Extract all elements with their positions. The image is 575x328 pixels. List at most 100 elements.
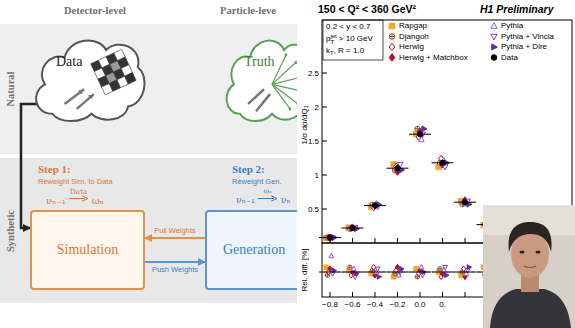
marker-cross bbox=[348, 265, 352, 269]
tick-label: −0.2 bbox=[390, 300, 406, 309]
marker-shape bbox=[395, 264, 399, 270]
header-label: Particle-leve bbox=[220, 5, 276, 16]
legend-label: Pythia bbox=[501, 21, 523, 30]
marker-shape bbox=[350, 224, 355, 231]
marker-shape bbox=[400, 266, 404, 271]
chart-label: 150 < Q² < 360 GeV² bbox=[318, 3, 416, 15]
formula-line: kT, R = 1.0 bbox=[326, 46, 364, 55]
cloud-shape bbox=[36, 41, 145, 122]
ratio-bar bbox=[387, 272, 409, 273]
arrow-label: ωₙ bbox=[263, 188, 272, 195]
formula-text: νₙ₋₁ bbox=[46, 195, 66, 207]
error-bar bbox=[319, 235, 341, 241]
marker-cross bbox=[438, 267, 442, 271]
marker-shape bbox=[329, 253, 334, 257]
error-bar bbox=[409, 131, 431, 137]
marker-shape bbox=[491, 23, 497, 29]
marker-shape bbox=[389, 54, 395, 61]
reaction-arrow bbox=[257, 195, 279, 202]
marker-shape bbox=[422, 126, 427, 132]
legend-label: Rapgap bbox=[399, 21, 427, 30]
arrow-line bbox=[258, 196, 277, 201]
detector-cell bbox=[125, 73, 136, 84]
arrow-label: Data bbox=[70, 188, 87, 195]
particle-tip bbox=[285, 53, 288, 56]
legend-label: Herwig bbox=[399, 42, 424, 51]
cut-box bbox=[323, 20, 383, 60]
marker-shape bbox=[492, 44, 498, 50]
error-bar bbox=[387, 165, 409, 171]
tick-label: 0.0 bbox=[414, 300, 425, 309]
header-label: Step 1: bbox=[38, 163, 71, 175]
marker-shape bbox=[375, 267, 380, 271]
subscript: T bbox=[330, 50, 334, 57]
tick-marks bbox=[322, 73, 510, 297]
header-label: Reweight Gen. bbox=[232, 177, 282, 186]
ratio-bar bbox=[409, 272, 431, 273]
formula-text: νₙ₋₁ bbox=[236, 195, 255, 206]
legend-label: Pythia + Vincia bbox=[501, 32, 554, 41]
marker-circle bbox=[395, 166, 400, 171]
axis-title: 1/σ dσ/dQ₁ bbox=[300, 106, 309, 145]
band-label: Synthetic bbox=[5, 210, 16, 252]
marker-shape bbox=[418, 137, 424, 142]
marker-shape bbox=[491, 34, 497, 40]
script-stack: jetT bbox=[330, 33, 336, 45]
arrow-line bbox=[69, 196, 88, 201]
chart-label: H1 Preliminary bbox=[480, 3, 554, 15]
marker-shape bbox=[328, 266, 332, 272]
photo-eye bbox=[520, 251, 525, 254]
legend-label: Herwig + Matchbox bbox=[399, 53, 468, 62]
header-label: Step 2: bbox=[232, 163, 265, 175]
marker-cross bbox=[389, 34, 395, 40]
legend-label: Pythia + Dire bbox=[501, 42, 547, 51]
tick-label: 1 bbox=[315, 171, 319, 180]
marker-circle bbox=[491, 55, 497, 61]
tick-label: 2 bbox=[315, 103, 319, 112]
formula-line: pjetT> 10 GeV bbox=[326, 33, 373, 43]
tick-label: 0.5 bbox=[308, 205, 319, 214]
region-band: NaturalDataTruth bbox=[0, 24, 297, 154]
edge-label: Pull Weights bbox=[154, 226, 196, 235]
chart-panel bbox=[297, 0, 575, 328]
ratio-bar bbox=[454, 272, 476, 273]
superscript: jet bbox=[330, 33, 336, 39]
particle-tip bbox=[289, 107, 292, 110]
box-label: Simulation bbox=[57, 242, 118, 258]
ratio-bar bbox=[432, 272, 454, 273]
subscript: T bbox=[330, 39, 336, 45]
tick-label: 2.5 bbox=[308, 69, 319, 78]
marker-shape bbox=[372, 202, 377, 209]
formula-text: ωₙ bbox=[92, 195, 104, 207]
marker-circle bbox=[350, 225, 355, 230]
formula-line: νₙ₋₁ωₙνₙ bbox=[236, 188, 291, 206]
arrow-stack: ωₙ bbox=[257, 188, 279, 206]
formula-line: νₙ₋₁ Dataωₙ bbox=[46, 188, 104, 206]
header-label: Reweight Sim. to Data bbox=[38, 177, 113, 186]
axis-title: Rel. diff. [%] bbox=[300, 249, 309, 292]
grey-arrow bbox=[65, 89, 94, 109]
marker-circle bbox=[348, 265, 352, 269]
photo-eye bbox=[536, 251, 541, 254]
marker-circle bbox=[327, 235, 332, 240]
data-cloud: Data bbox=[28, 28, 150, 126]
marker-circle bbox=[440, 160, 445, 165]
legend-label: Data bbox=[501, 53, 518, 62]
marker-shape bbox=[467, 265, 471, 270]
particle-track bbox=[272, 84, 298, 104]
header-label: Detector-level bbox=[64, 5, 126, 16]
error-bar bbox=[364, 203, 386, 209]
photo-wall bbox=[483, 205, 575, 328]
marker-circle bbox=[417, 132, 422, 137]
connector-arrow bbox=[145, 237, 205, 239]
marker-shape bbox=[443, 265, 448, 269]
error-bar bbox=[454, 199, 476, 205]
marker-circle bbox=[372, 203, 377, 208]
photo-shirt bbox=[490, 289, 571, 328]
tick-label: 1.5 bbox=[308, 137, 319, 146]
ratio-bar bbox=[364, 272, 386, 273]
tick-label: 0. bbox=[439, 300, 446, 309]
band-label: Natural bbox=[5, 72, 16, 107]
